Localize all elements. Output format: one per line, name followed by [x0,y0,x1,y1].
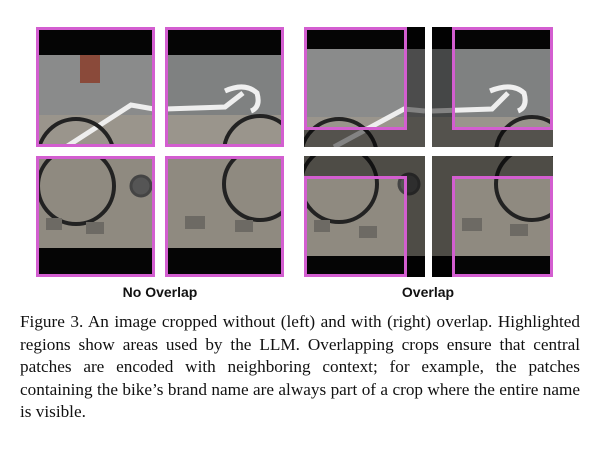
unused-region [304,156,425,176]
padding-bar [304,256,425,277]
crop-bottom-left [36,156,155,277]
unused-region [452,130,553,147]
bike-photo-fragment [432,49,553,147]
unused-region [407,176,425,277]
crop-top-right [432,27,553,147]
highlight-region [452,27,553,130]
highlight-region [36,156,155,277]
unused-region [432,156,553,176]
crop-bottom-right [432,156,553,277]
highlight-region [165,27,284,147]
unused-region [407,27,425,147]
bike-photo-fragment [165,156,284,248]
crop-top-left [36,27,155,147]
unused-region [432,27,452,147]
padding-bar [36,248,155,277]
padding-bar [304,27,425,49]
padding-bar [165,248,284,277]
bike-photo-fragment [36,55,155,147]
highlight-region [36,27,155,147]
no-overlap-label: No Overlap [122,284,198,300]
crop-top-right [165,27,284,147]
padding-bar [432,27,553,49]
unused-region [304,130,407,147]
crop-bottom-left [304,156,425,277]
overlap-label: Overlap [401,284,455,300]
padding-bar [165,27,284,55]
highlight-region [304,27,407,130]
padding-bar [36,27,155,55]
crop-top-left [304,27,425,147]
figure-caption: Figure 3. An image cropped without (left… [20,312,580,422]
unused-region [432,176,452,277]
highlight-region [452,176,553,277]
highlight-region [165,156,284,277]
crop-bottom-right [165,156,284,277]
bike-photo-fragment [165,55,284,147]
padding-bar [432,256,553,277]
bike-photo-fragment [36,156,155,248]
highlight-region [304,176,407,277]
